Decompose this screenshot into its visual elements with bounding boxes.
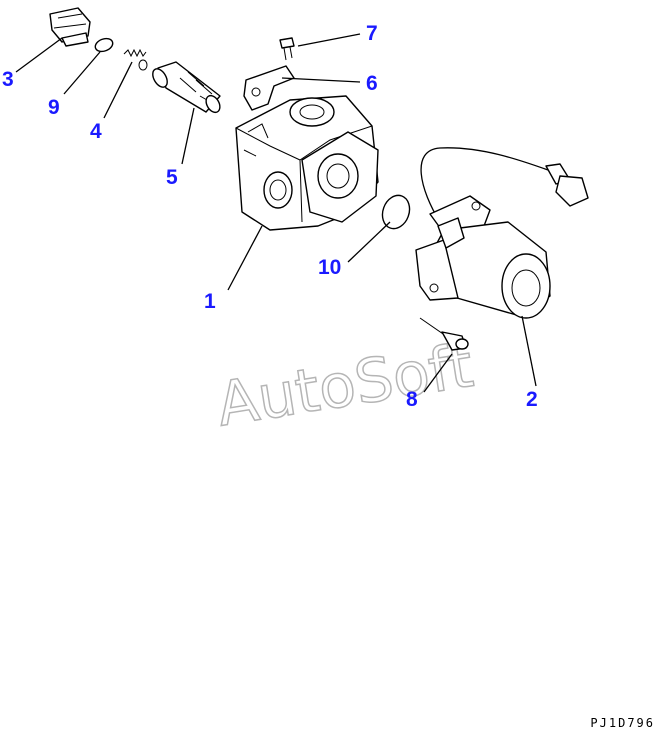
leader-lines bbox=[15, 33, 537, 393]
callout-6: 6 bbox=[366, 72, 378, 95]
callout-4: 4 bbox=[90, 120, 102, 143]
callout-5: 5 bbox=[166, 166, 178, 189]
callout-10: 10 bbox=[318, 256, 341, 279]
part-9-o-ring bbox=[94, 37, 114, 53]
part-2-solenoid bbox=[415, 147, 589, 319]
watermark-text: AutoSoft bbox=[212, 331, 477, 440]
callout-9: 9 bbox=[48, 96, 60, 119]
part-10-o-ring bbox=[381, 194, 411, 230]
callout-2: 2 bbox=[526, 388, 538, 411]
part-1-valve-body bbox=[235, 95, 379, 231]
callout-8: 8 bbox=[406, 388, 418, 411]
part-4-spring bbox=[123, 48, 148, 71]
callout-7: 7 bbox=[366, 22, 378, 45]
figure-code: PJ1D796 bbox=[590, 716, 655, 730]
part-3-plug bbox=[49, 7, 91, 47]
callout-3: 3 bbox=[2, 68, 14, 91]
callout-1: 1 bbox=[204, 290, 216, 313]
part-5-spool bbox=[152, 61, 221, 114]
part-6-bracket bbox=[243, 65, 295, 111]
part-8-bolt bbox=[419, 317, 469, 351]
part-7-bolt bbox=[279, 37, 295, 61]
